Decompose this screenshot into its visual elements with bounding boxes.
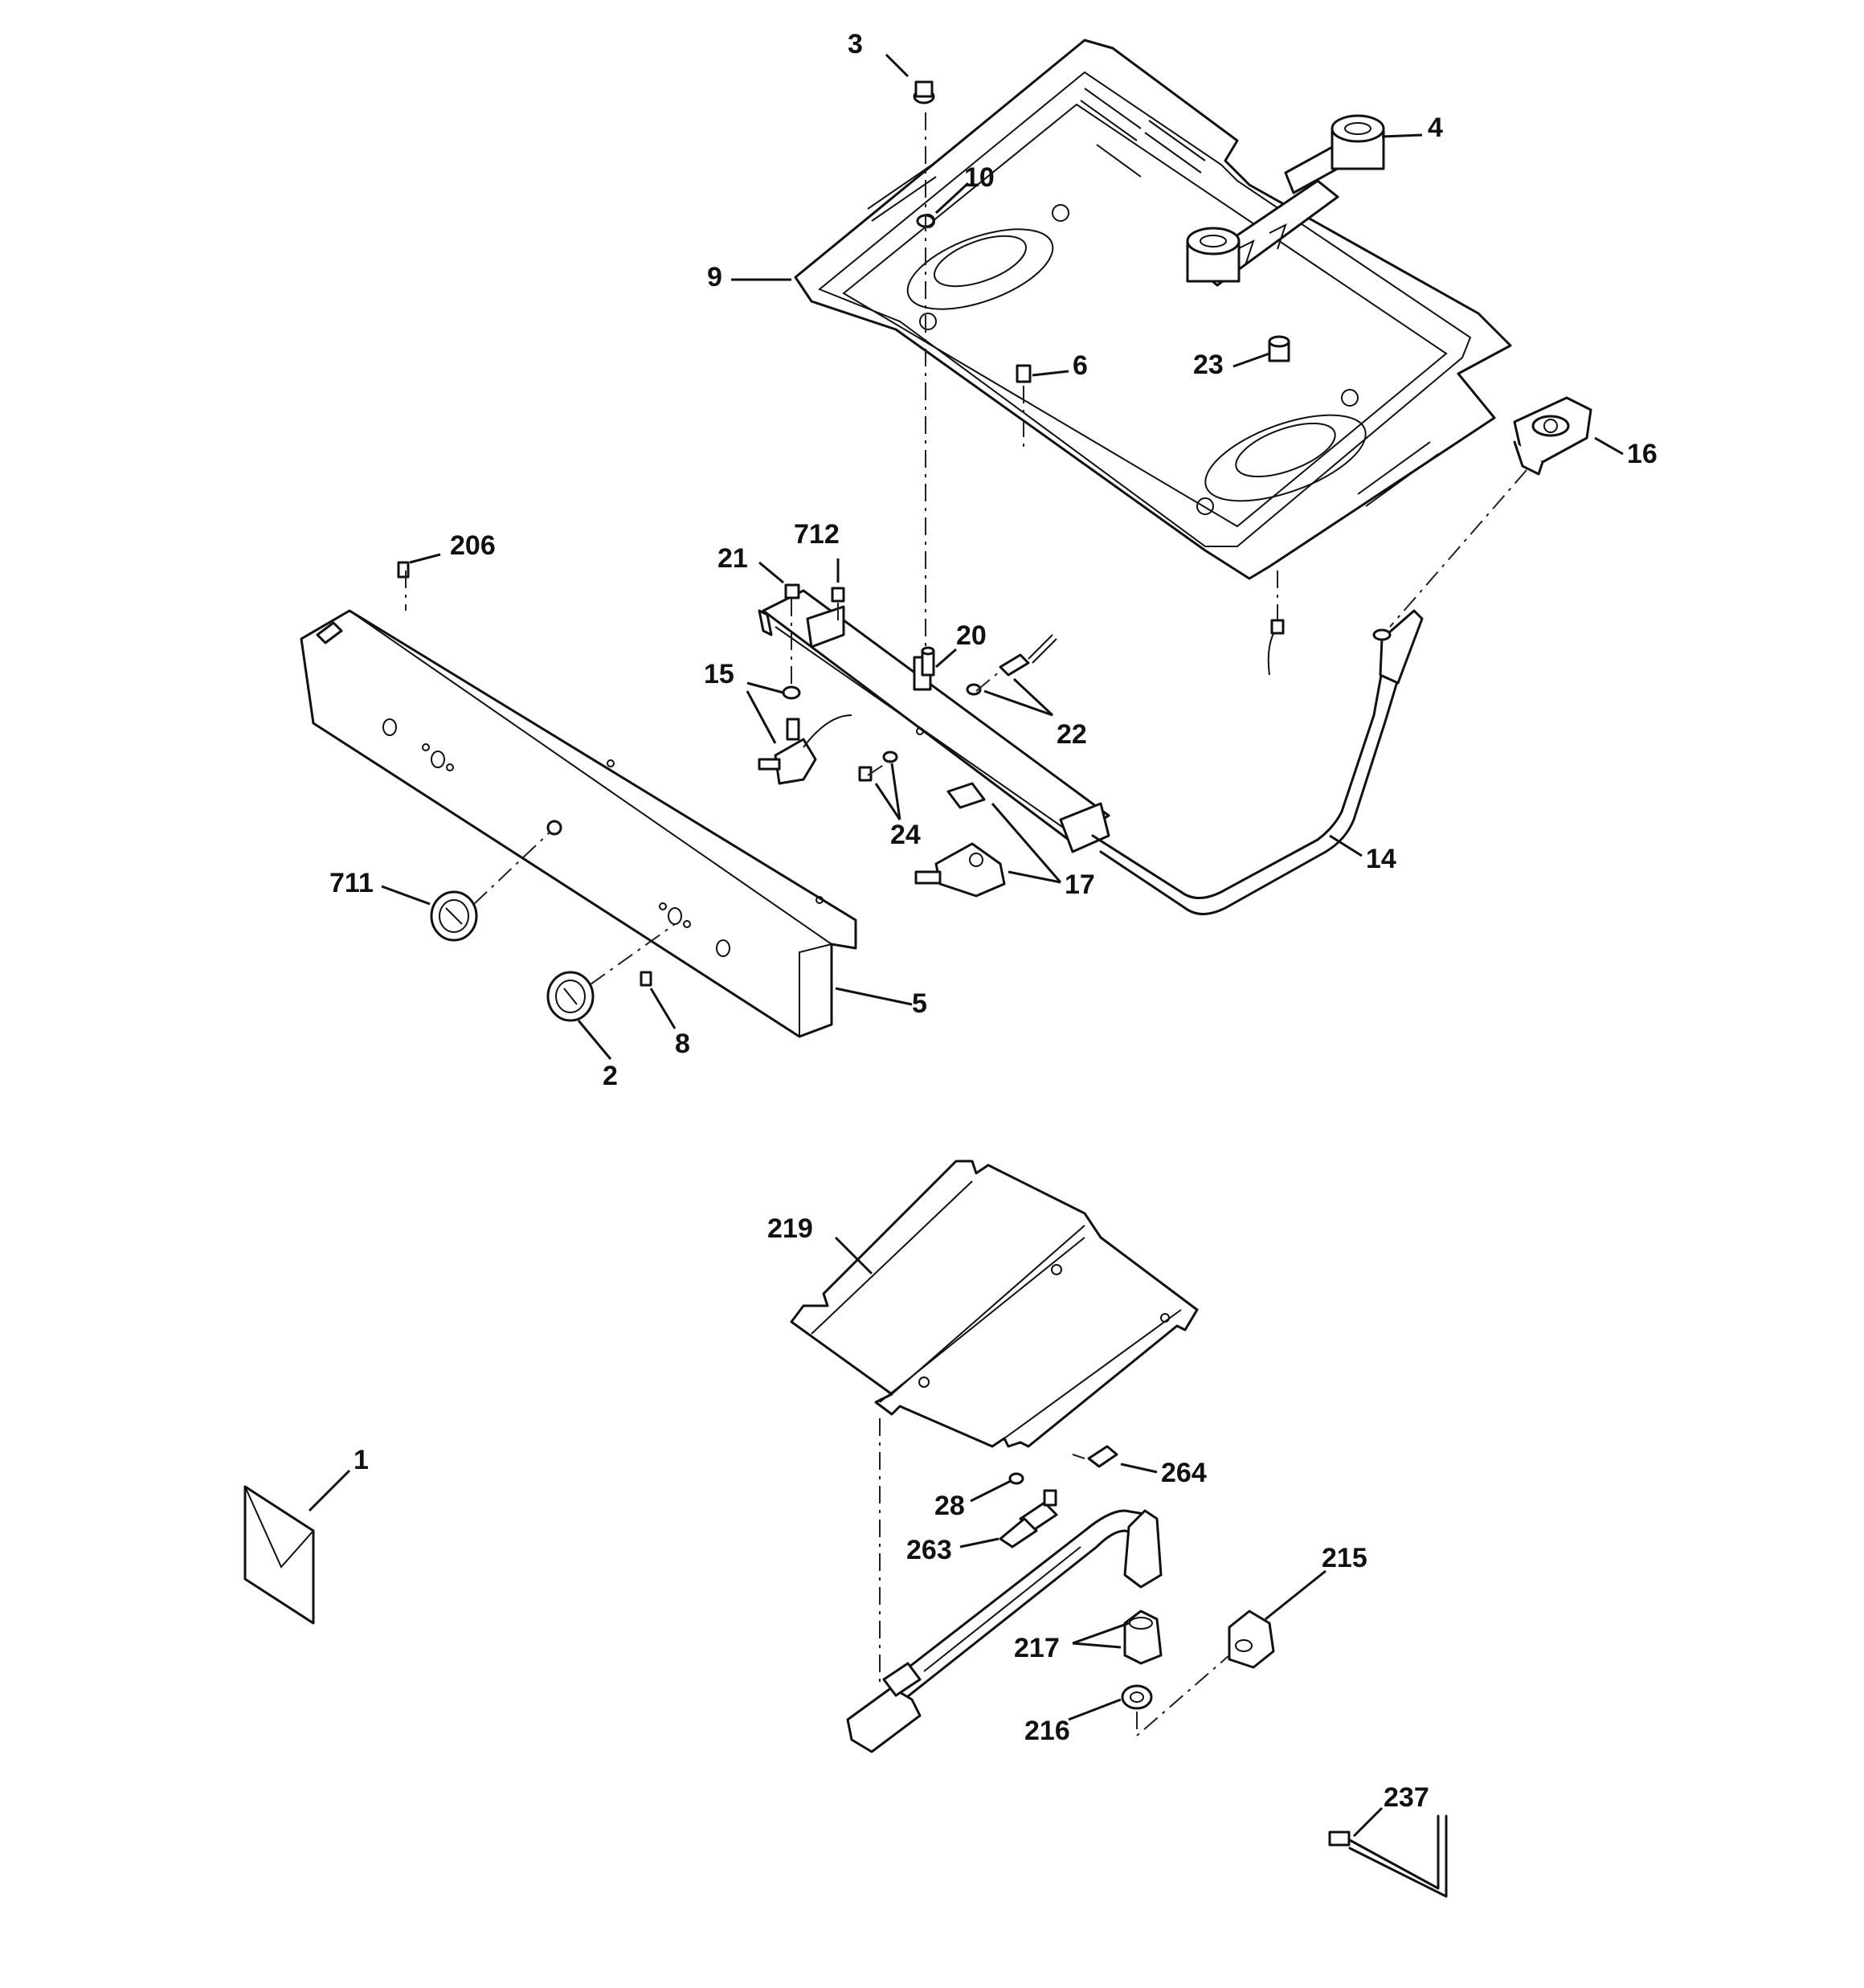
igniter-263 — [999, 1489, 1058, 1548]
label-6: 6 — [1073, 350, 1088, 381]
label-219: 219 — [767, 1213, 813, 1244]
gas-valve-15 — [758, 714, 852, 785]
knob-711 — [430, 890, 478, 942]
label-14: 14 — [1366, 844, 1396, 874]
alignment-lines — [405, 112, 1527, 1738]
label-5: 5 — [912, 988, 927, 1019]
label-263: 263 — [906, 1535, 952, 1565]
connector-264 — [1087, 1445, 1118, 1468]
label-8: 8 — [675, 1029, 690, 1059]
leader-lines — [308, 53, 1624, 1838]
label-2: 2 — [603, 1061, 618, 1091]
burner-box-pan — [794, 39, 1512, 580]
label-216: 216 — [1024, 1716, 1070, 1746]
literature-envelope-1 — [243, 1485, 315, 1625]
bracket-16 — [1513, 396, 1592, 476]
label-21: 21 — [717, 543, 748, 574]
label-9: 9 — [707, 262, 722, 292]
fastener-3 — [913, 80, 935, 104]
oven-bottom-219 — [790, 1160, 1199, 1448]
orifice-23 — [1268, 335, 1290, 362]
label-24: 24 — [890, 820, 921, 850]
label-20: 20 — [956, 620, 987, 651]
oven-burner-tube — [1091, 609, 1424, 915]
screw-712 — [831, 587, 845, 603]
manifold-pipe — [758, 589, 1110, 853]
oven-valve-17 — [914, 782, 1006, 898]
washer-15 — [782, 685, 801, 700]
pilot-20 — [921, 646, 935, 677]
label-206: 206 — [450, 530, 496, 561]
label-264: 264 — [1161, 1458, 1207, 1488]
knob-2 — [546, 971, 595, 1022]
label-3: 3 — [848, 29, 863, 59]
bracket-215 — [1228, 1610, 1275, 1669]
tube-237 — [1328, 1814, 1448, 1898]
label-15: 15 — [704, 659, 734, 689]
control-panel-5 — [300, 609, 857, 1038]
screw-21 — [784, 583, 800, 599]
label-215: 215 — [1322, 1543, 1367, 1573]
label-4: 4 — [1428, 112, 1443, 143]
screw-206 — [397, 561, 410, 579]
label-22: 22 — [1057, 719, 1087, 750]
label-711: 711 — [329, 868, 374, 898]
screw-pan-bottom — [1270, 619, 1285, 635]
label-237: 237 — [1384, 1782, 1429, 1813]
label-17: 17 — [1065, 869, 1095, 900]
label-16: 16 — [1627, 439, 1658, 469]
electrode-22 — [966, 634, 1057, 696]
label-23: 23 — [1193, 350, 1224, 380]
label-712: 712 — [794, 519, 840, 550]
part-labels: 3 4 10 9 6 23 16 206 21 712 20 15 22 24 … — [329, 29, 1658, 1813]
top-burner-assembly — [1186, 114, 1385, 287]
screws-24 — [858, 751, 898, 782]
label-28: 28 — [934, 1491, 965, 1521]
bracket-217 — [1123, 1610, 1163, 1665]
label-1: 1 — [354, 1445, 369, 1475]
nut-216 — [1121, 1684, 1153, 1710]
screw-8 — [640, 971, 652, 987]
screw-28 — [1008, 1472, 1024, 1485]
label-10: 10 — [964, 162, 995, 193]
valve-stem — [546, 820, 562, 836]
label-217: 217 — [1014, 1633, 1060, 1663]
screw-6 — [1016, 364, 1032, 383]
bake-burner-tube — [846, 1509, 1163, 1753]
